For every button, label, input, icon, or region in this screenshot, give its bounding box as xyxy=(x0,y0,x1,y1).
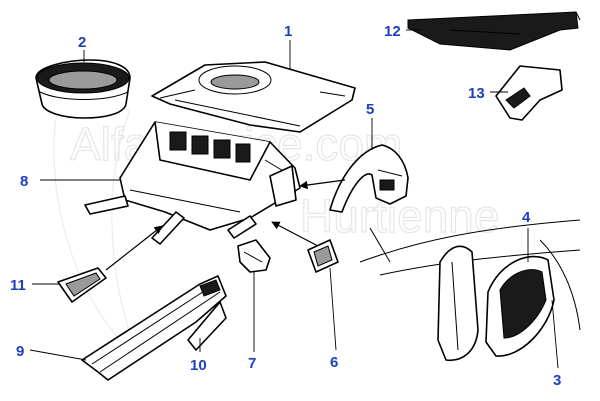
callout-12: 12 xyxy=(384,23,401,40)
part-6-reinforcement-plate xyxy=(307,239,339,273)
callout-5: 5 xyxy=(366,101,374,118)
callout-7: 7 xyxy=(248,355,256,372)
assembly-arrows xyxy=(105,179,346,271)
part-5-inner-wheel-arch xyxy=(329,144,409,213)
leader-lines xyxy=(29,29,559,369)
callout-8: 8 xyxy=(20,173,28,190)
callout-3: 3 xyxy=(553,372,561,389)
car-rear-body-sketch xyxy=(359,219,581,361)
watermark: AlfaService.com Hurtienne xyxy=(53,94,500,361)
part-11-bracket xyxy=(57,267,107,303)
callout-10: 10 xyxy=(190,357,207,374)
callout-labels: 1 2 3 4 5 6 7 8 9 10 11 12 13 xyxy=(10,23,561,389)
callout-9: 9 xyxy=(16,343,24,360)
part-8-rear-floor-assembly xyxy=(84,121,301,245)
callout-1: 1 xyxy=(284,23,292,40)
part-12-upper-panel xyxy=(407,11,581,51)
callout-11: 11 xyxy=(10,277,26,294)
part-1-trunk-floor xyxy=(151,61,356,133)
part-2-spare-wheel-well xyxy=(35,59,131,119)
callout-2: 2 xyxy=(78,34,86,51)
callout-6: 6 xyxy=(330,354,338,371)
callout-4: 4 xyxy=(522,209,531,226)
part-13-gusset xyxy=(495,65,563,121)
callout-13: 13 xyxy=(468,85,485,102)
part-9-longitudinal-rail xyxy=(81,275,227,381)
part-7-reinforcement-bracket xyxy=(237,239,271,273)
part-10-rail-extension xyxy=(187,279,227,351)
